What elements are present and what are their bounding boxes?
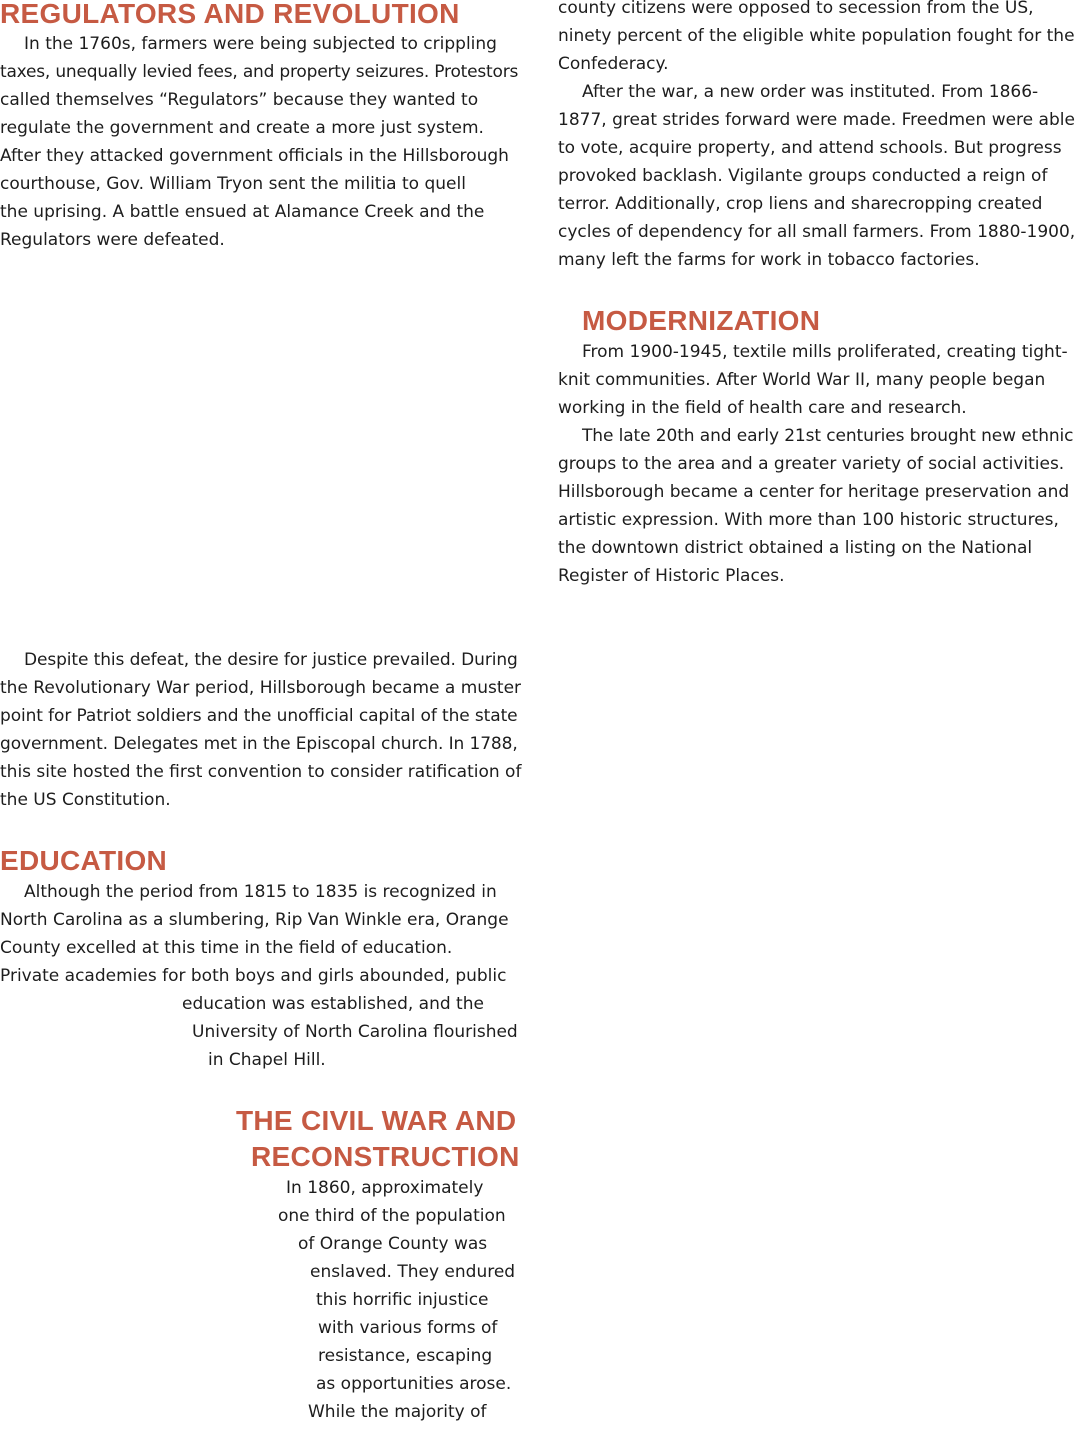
heading-civil-war-line-2: RECONSTRUCTION <box>251 1141 520 1172</box>
text-line: working in the field of health care and … <box>558 398 967 418</box>
text-line: cycles of dependency for all small farme… <box>558 222 1076 242</box>
text-line: regulate the government and create a mor… <box>0 118 484 138</box>
text-line: The late 20th and early 21st centuries b… <box>582 426 1074 446</box>
text-line: After the war, a new order was institute… <box>582 82 1039 102</box>
text-line: this horrific injustice <box>316 1290 489 1310</box>
heading-regulators-and-revolution: REGULATORS AND REVOLUTION <box>0 0 460 29</box>
text-line: courthouse, Gov. William Tryon sent the … <box>0 174 466 194</box>
text-line: to vote, acquire property, and attend sc… <box>558 138 1062 158</box>
text-line: resistance, escaping <box>318 1346 493 1366</box>
text-line: the downtown district obtained a listing… <box>558 538 1033 558</box>
heading-modernization: MODERNIZATION <box>582 305 821 336</box>
heading-education: EDUCATION <box>0 845 168 876</box>
text-line: Although the period from 1815 to 1835 is… <box>24 882 497 902</box>
text-line: the US Constitution. <box>0 790 171 810</box>
text-line: terror. Additionally, crop liens and sha… <box>558 194 1043 214</box>
text-line: provoked backlash. Vigilante groups cond… <box>558 166 1048 186</box>
text-line: this site hosted the first convention to… <box>0 762 522 782</box>
text-line: North Carolina as a slumbering, Rip Van … <box>0 910 509 930</box>
text-line: County excelled at this time in the fiel… <box>0 938 453 958</box>
text-line: in Chapel Hill. <box>208 1050 326 1070</box>
text-line: Register of Historic Places. <box>558 566 785 586</box>
text-line: In 1860, approximately <box>286 1178 484 1198</box>
text-line: Private academies for both boys and girl… <box>0 966 507 986</box>
text-line: county citizens were opposed to secessio… <box>558 0 1034 18</box>
text-line: In the 1760s, farmers were being subject… <box>24 34 497 54</box>
text-line: many left the farms for work in tobacco … <box>558 250 980 270</box>
text-line: Despite this defeat, the desire for just… <box>24 650 518 670</box>
text-line: After they attacked government officials… <box>0 146 509 166</box>
text-line: called themselves “Regulators” because t… <box>0 90 479 110</box>
text-line: enslaved. They endured <box>310 1262 516 1282</box>
text-line: point for Patriot soldiers and the unoff… <box>0 706 518 726</box>
text-line: with various forms of <box>318 1318 498 1338</box>
text-line: taxes, unequally levied fees, and proper… <box>0 62 519 82</box>
heading-civil-war-line-1: THE CIVIL WAR AND <box>236 1105 517 1136</box>
text-line: the uprising. A battle ensued at Alamanc… <box>0 202 485 222</box>
text-line: education was established, and the <box>182 994 484 1014</box>
text-line: ninety percent of the eligible white pop… <box>558 26 1075 46</box>
text-line: one third of the population <box>278 1206 506 1226</box>
text-line: Confederacy. <box>558 54 669 74</box>
text-line: While the majority of <box>308 1402 487 1422</box>
text-line: the Revolutionary War period, Hillsborou… <box>0 678 522 698</box>
text-line: Regulators were defeated. <box>0 230 225 250</box>
text-line: groups to the area and a greater variety… <box>558 454 1065 474</box>
text-line: knit communities. After World War II, ma… <box>558 370 1046 390</box>
text-line: of Orange County was <box>298 1234 488 1254</box>
text-line: 1877, great strides forward were made. F… <box>558 110 1075 130</box>
text-line: as opportunities arose. <box>316 1374 512 1394</box>
text-line: government. Delegates met in the Episcop… <box>0 734 518 754</box>
text-line: University of North Carolina flourished <box>192 1022 518 1042</box>
text-line: artistic expression. With more than 100 … <box>558 510 1059 530</box>
text-line: Hillsborough became a center for heritag… <box>558 482 1070 502</box>
text-line: From 1900-1945, textile mills proliferat… <box>582 342 1068 362</box>
